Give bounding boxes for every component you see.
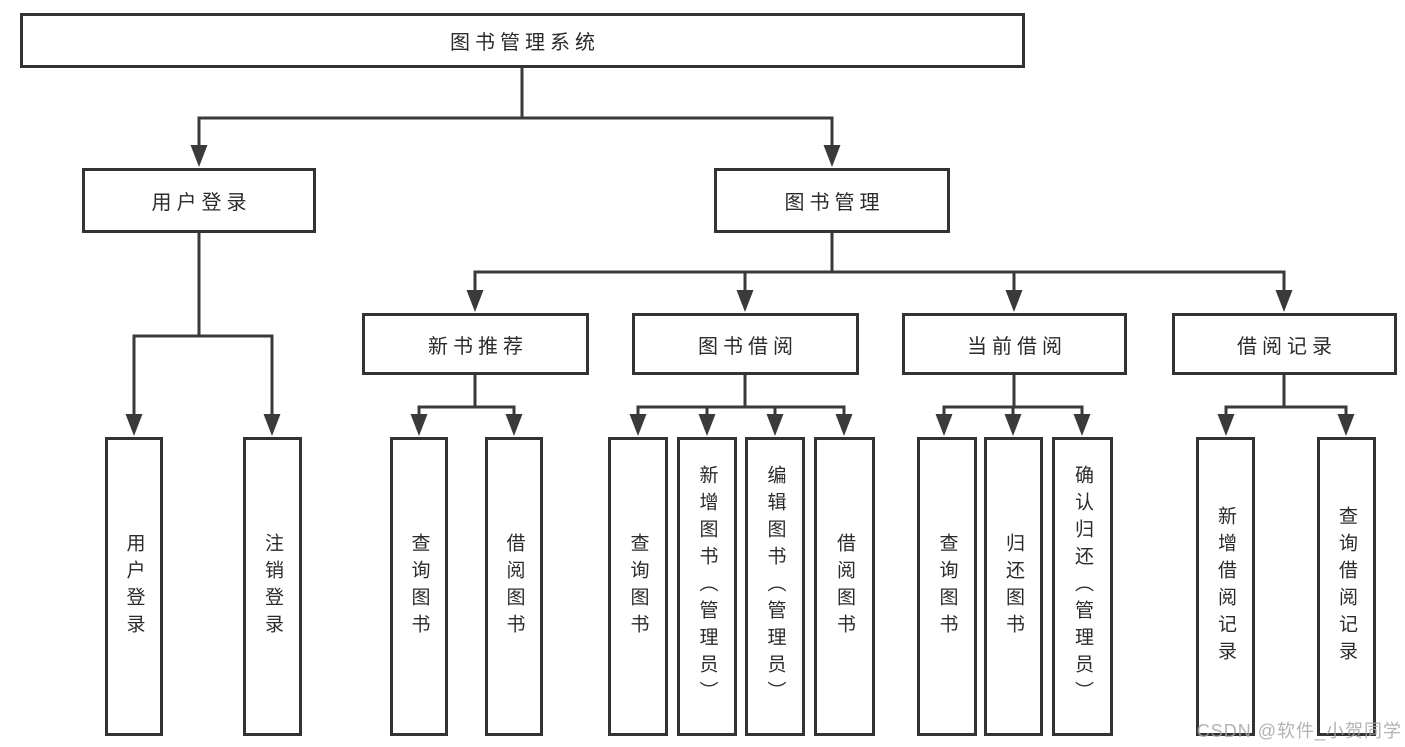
leaf-logout: 注销登录 xyxy=(243,437,302,736)
csdn-watermark: CSDN @软件_小贺同学 xyxy=(1196,721,1402,741)
node-borrow-record-label: 借阅记录 xyxy=(1237,335,1337,358)
node-current-borrow-label: 当前借阅 xyxy=(967,335,1067,358)
node-borrow-record: 借阅记录 xyxy=(1172,313,1397,375)
leaf-confirm-return-admin-label: 确认归还（管理员） xyxy=(1072,465,1093,708)
leaf-confirm-return-admin: 确认归还（管理员） xyxy=(1052,437,1113,736)
leaf-edit-books-admin-label: 编辑图书（管理员） xyxy=(764,465,786,708)
leaf-borrow-books-label: 借阅图书 xyxy=(834,532,855,641)
leaf-return-books: 归还图书 xyxy=(984,437,1043,736)
leaf-borrow-books: 借阅图书 xyxy=(814,437,875,736)
node-book-borrow-label: 图书借阅 xyxy=(698,335,798,358)
leaf-query-books-current: 查询图书 xyxy=(917,437,977,736)
node-book-borrow: 图书借阅 xyxy=(632,313,859,375)
leaf-user-login-label: 用户登录 xyxy=(123,532,145,641)
leaf-query-books-borrow: 查询图书 xyxy=(608,437,668,736)
node-current-borrow: 当前借阅 xyxy=(902,313,1127,375)
node-book-management: 图书管理 xyxy=(714,168,950,233)
leaf-borrow-books-recommend-label: 借阅图书 xyxy=(503,532,525,641)
leaf-add-books-admin: 新增图书（管理员） xyxy=(677,437,737,736)
leaf-query-books-borrow-label: 查询图书 xyxy=(627,532,649,641)
leaf-add-borrow-record-label: 新增借阅记录 xyxy=(1215,505,1236,668)
leaf-query-books-recommend: 查询图书 xyxy=(390,437,448,736)
leaf-logout-label: 注销登录 xyxy=(262,532,283,641)
leaf-query-books-recommend-label: 查询图书 xyxy=(408,532,430,641)
node-root-system: 图书管理系统 xyxy=(20,13,1025,68)
node-book-management-label: 图书管理 xyxy=(784,192,885,214)
leaf-user-login: 用户登录 xyxy=(105,437,163,736)
leaf-add-borrow-record: 新增借阅记录 xyxy=(1196,437,1255,736)
node-new-book-recommend: 新书推荐 xyxy=(362,313,589,375)
leaf-query-borrow-record-label: 查询借阅记录 xyxy=(1336,505,1357,668)
leaf-query-books-current-label: 查询图书 xyxy=(936,532,958,641)
node-root-label: 图书管理系统 xyxy=(450,32,600,54)
leaf-borrow-books-recommend: 借阅图书 xyxy=(485,437,543,736)
leaf-edit-books-admin: 编辑图书（管理员） xyxy=(745,437,805,736)
leaf-add-books-admin-label: 新增图书（管理员） xyxy=(696,465,718,708)
node-new-book-recommend-label: 新书推荐 xyxy=(428,335,528,358)
node-user-login-label: 用户登录 xyxy=(151,192,252,214)
leaf-return-books-label: 归还图书 xyxy=(1003,532,1024,641)
leaf-query-borrow-record: 查询借阅记录 xyxy=(1317,437,1376,736)
node-user-login: 用户登录 xyxy=(82,168,316,233)
